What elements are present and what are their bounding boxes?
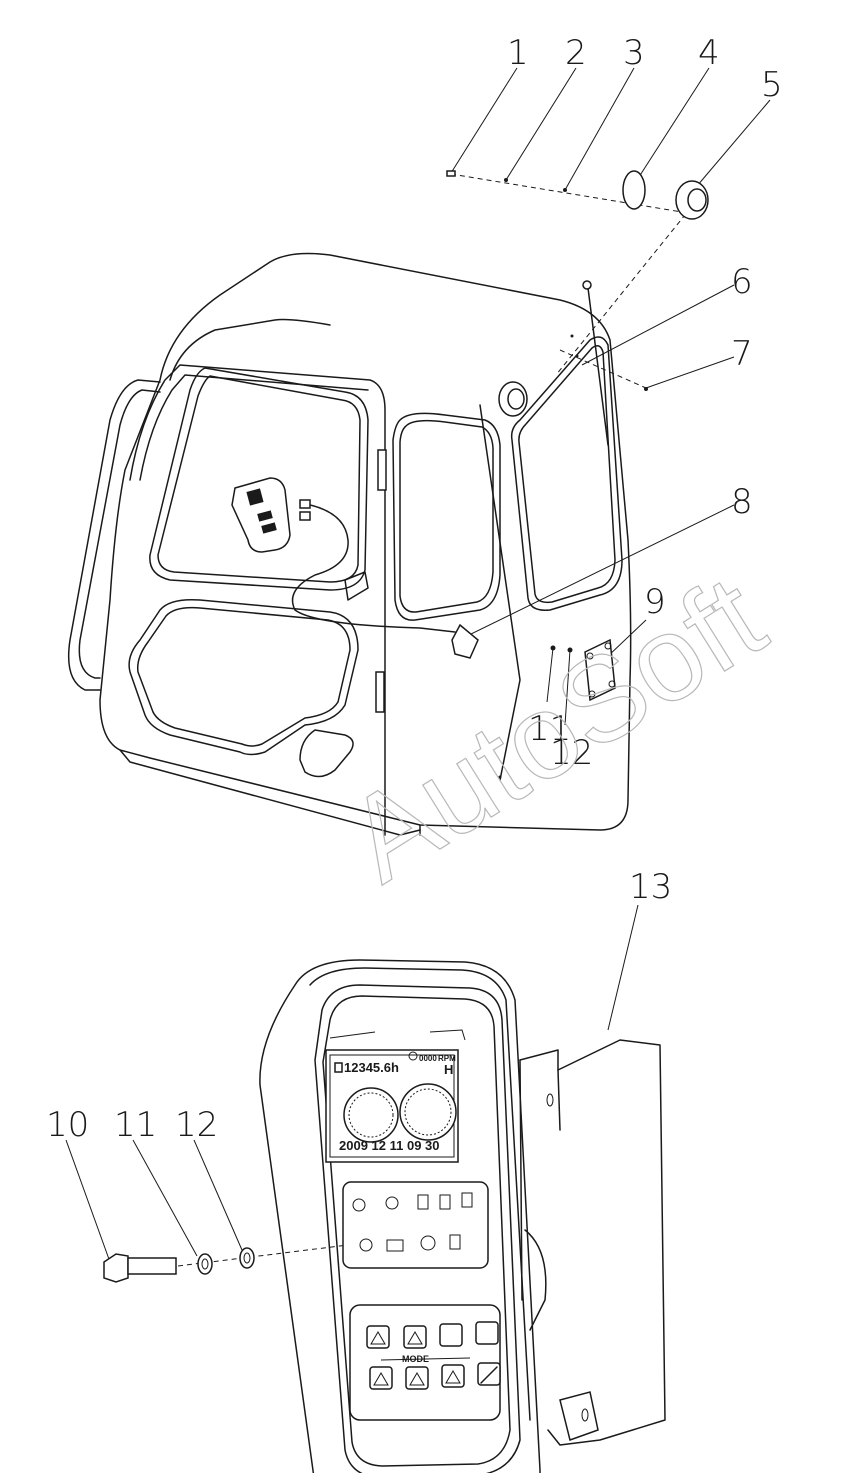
- callout-2: 2: [565, 33, 587, 73]
- part-9-plate: [584, 638, 616, 702]
- part-5-speaker: [675, 180, 709, 220]
- lcd-mode-letter: H: [444, 1062, 453, 1077]
- leader-lines: [65, 67, 771, 1263]
- callout-8: 8: [731, 482, 753, 522]
- lcd-rpm-value: 0000: [419, 1054, 437, 1063]
- callout-11: 11: [114, 1105, 157, 1145]
- callout-12: 12: [175, 1105, 218, 1145]
- lcd-date-time: 2009 12 11 09 30: [339, 1138, 440, 1153]
- callout-10: 10: [46, 1105, 89, 1145]
- callout-9: 9: [644, 582, 666, 622]
- callout-7: 7: [731, 334, 753, 374]
- part-4-disc: [622, 170, 646, 210]
- callout-4: 4: [698, 33, 720, 73]
- callout-3: 3: [623, 33, 645, 73]
- cab-control-box: [231, 477, 311, 553]
- part-2-washer: [504, 178, 508, 182]
- callout-12-cab: 12: [550, 733, 593, 773]
- assembly-axis-lines: [177, 173, 701, 1267]
- indicator-lights: [352, 1192, 473, 1252]
- part-10-bolt: [103, 1253, 177, 1283]
- lcd-rpm-unit: RPM: [438, 1054, 456, 1063]
- part-1-screw: [446, 170, 456, 177]
- callout-13: 13: [629, 867, 672, 907]
- part-11-washer: [197, 1253, 213, 1275]
- keypad-mode-label: MODE: [402, 1354, 429, 1364]
- part-13-bracket: [519, 1039, 666, 1446]
- part-3-nut: [563, 188, 567, 192]
- lcd-hours: 12345.6h: [344, 1060, 399, 1075]
- watermark: AutoSoft: [325, 550, 786, 908]
- monitor-keypad: MODE: [366, 1321, 501, 1390]
- part-12-washer: [239, 1247, 255, 1269]
- callout-5: 5: [761, 65, 783, 105]
- cab-body: [67, 252, 648, 836]
- monitor-assembly: 12345.6h 0000 RPM H 2009 12 11 09 30: [103, 959, 666, 1473]
- callout-1: 1: [507, 33, 529, 73]
- callout-11-cab: 11: [528, 709, 571, 749]
- callout-6: 6: [731, 262, 753, 302]
